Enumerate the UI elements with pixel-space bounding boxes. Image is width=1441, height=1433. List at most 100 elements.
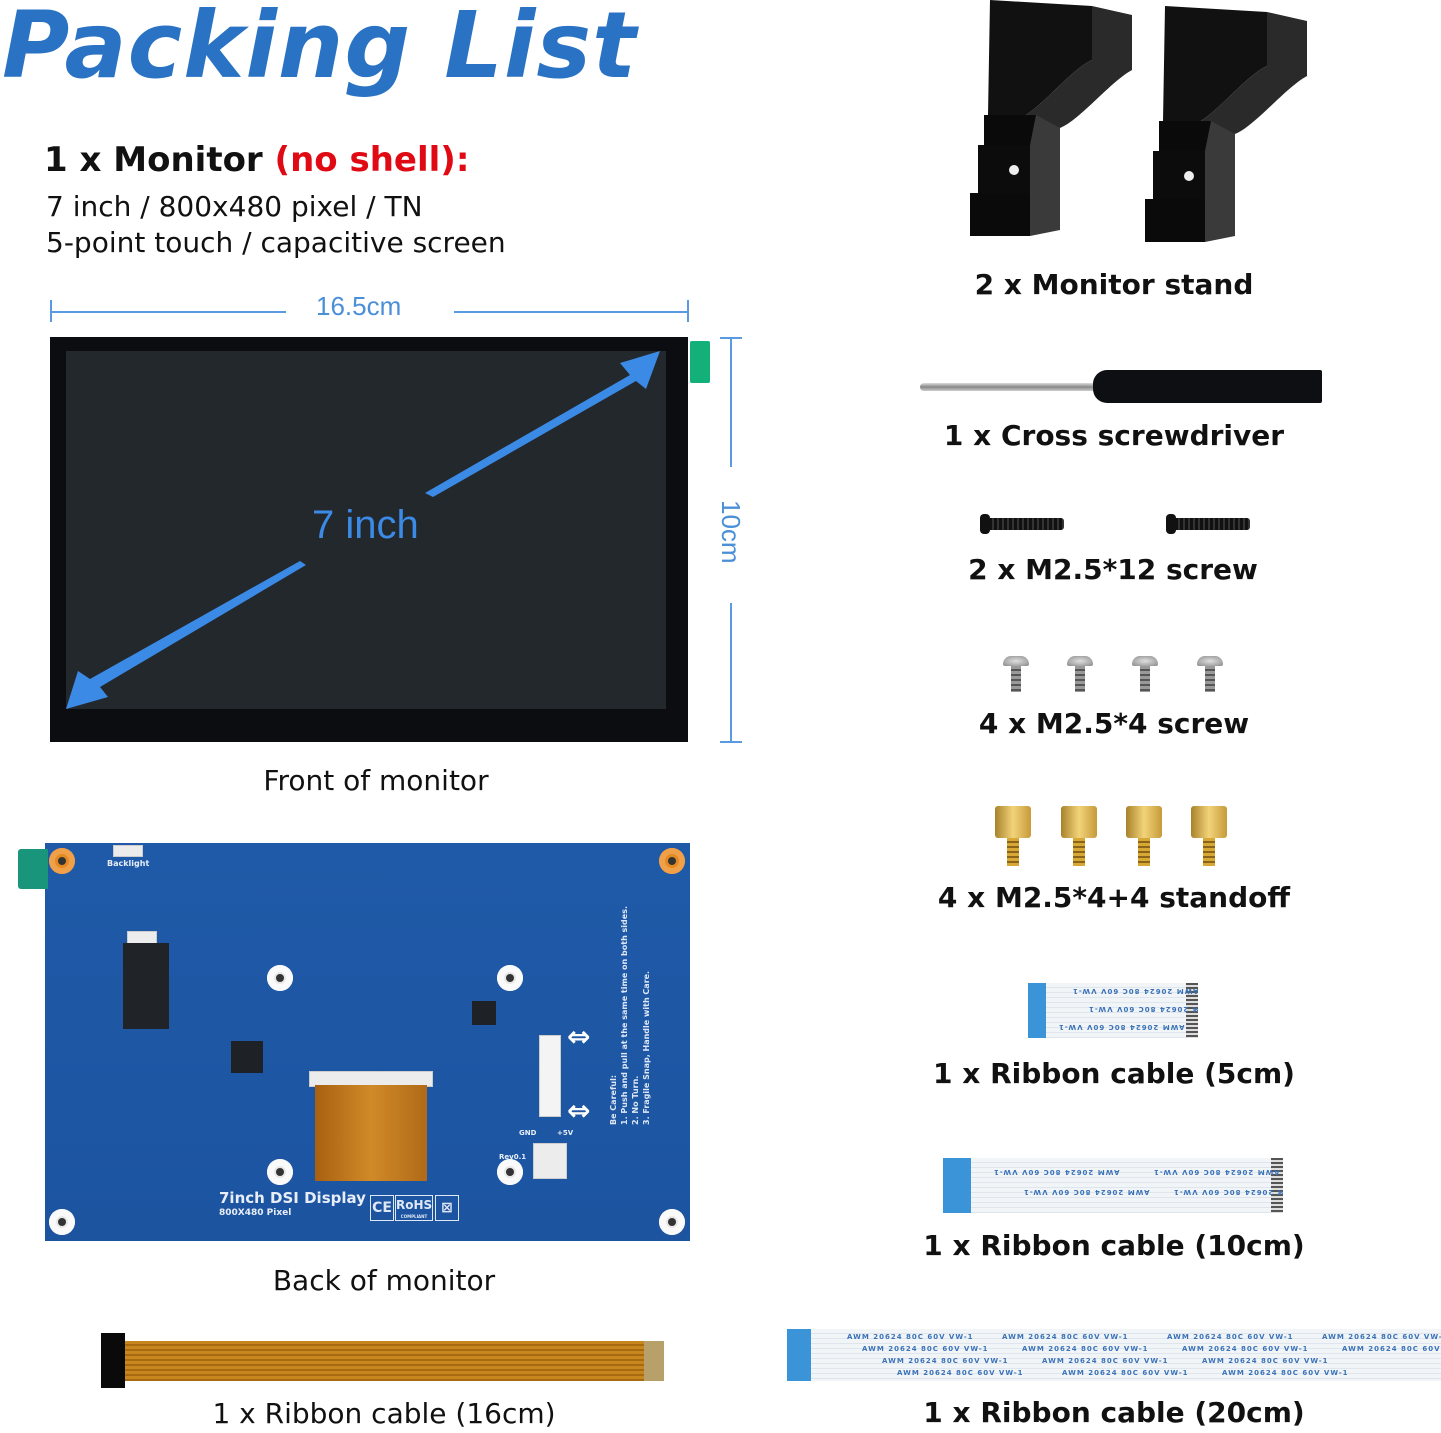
monitor-back-image: Backlight ⇔ ⇔ GND +5V Rev0.1 7inch DSI D…: [18, 843, 690, 1241]
cable-print: AWM 20624 80C 60V VW-1: [1022, 1345, 1149, 1353]
mount-hole: [497, 1159, 523, 1185]
cable-print: AWM 20624 80C 60V VW-1: [993, 1168, 1120, 1176]
cable-contacts: [1271, 1158, 1283, 1213]
diagonal-label: 7 inch: [312, 503, 419, 547]
back-caption: Back of monitor: [272, 1264, 496, 1297]
item-label-standoff: 4 x M2.5*4+4 standoff: [937, 881, 1291, 914]
care-note-3: 3. Fragile Snap, Handle with Care.: [642, 970, 651, 1125]
monitor-heading: 1 x Monitor (no shell):: [44, 140, 469, 180]
mount-hole: [659, 1209, 685, 1235]
dsi-port: [539, 1035, 561, 1117]
width-label: 16.5cm: [316, 291, 402, 321]
screwdriver-handle: [1093, 370, 1322, 403]
cable-contacts: [1186, 983, 1198, 1038]
cable-print: AWM 20624 80C 60V VW-1: [1002, 1333, 1129, 1341]
cable-print: AWM 20624 80C 60V VW-1: [1062, 1369, 1189, 1377]
cable-print: AWM 20624 80C 60V VW-1: [1342, 1345, 1441, 1353]
monitor-stand-image: [970, 0, 1307, 242]
cable-print: AWM 20624 80C 60V VW-1: [1322, 1333, 1441, 1341]
short-screw-icon: [1003, 656, 1029, 692]
mount-hole: [497, 965, 523, 991]
care-note-1: 1. Push and pull at the same time on bot…: [620, 905, 629, 1125]
short-screw-icon: [1132, 656, 1158, 692]
care-title: Be Careful:: [609, 1074, 618, 1125]
ribbon-cable-20cm-image: AWM 20624 80C 60V VW-1 AWM 20624 80C 60V…: [787, 1329, 1441, 1381]
monitor-spec-1: 7 inch / 800x480 pixel / TN: [46, 190, 423, 223]
cable-print: AWM 20624 80C 60V VW-1: [862, 1345, 989, 1353]
weee-bin-icon: ⊠: [435, 1195, 459, 1221]
cable-contact-end: [644, 1341, 664, 1381]
double-arrow-icon: ⇔: [567, 1094, 591, 1127]
care-notes: Be Careful: 1. Push and pull at the same…: [608, 906, 652, 1125]
product-name: 7inch DSI Display: [219, 1189, 366, 1207]
diagonal-arrow-icon: [66, 351, 660, 709]
gnd-label: GND: [519, 1129, 537, 1137]
power-connector: [533, 1143, 567, 1179]
front-caption: Front of monitor: [263, 764, 489, 797]
rohs-subtext: COMPLIANT: [400, 1214, 428, 1219]
brass-standoff-icon: [1061, 806, 1097, 866]
rohs-text: RoHS: [396, 1198, 433, 1212]
mount-hole: [49, 848, 75, 874]
stiffener-blue: [787, 1329, 811, 1381]
cable-print: AWM 20624 80C 60V VW-1: [1153, 1168, 1280, 1176]
no-shell-note: (no shell):: [274, 140, 470, 180]
cable-print: AWM 20624 80C 60V VW-1: [1202, 1357, 1329, 1365]
ce-mark: CE: [370, 1195, 394, 1221]
cable-print: AWM 20624 80C 60V VW-1: [1167, 1333, 1294, 1341]
cable-connector-end: [101, 1333, 125, 1388]
mount-hole: [49, 1209, 75, 1235]
cable-print: AWM 20624 80C 60V VW-1: [882, 1357, 1009, 1365]
item-label-ribbon-20cm: 1 x Ribbon cable (20cm): [923, 1396, 1305, 1429]
monitor-stand-left: [970, 0, 1132, 236]
stiffener-blue: [943, 1158, 971, 1213]
dimension-line-bottom: [730, 603, 732, 743]
item-label-ribbon-16cm: 1 x Ribbon cable (16cm): [212, 1397, 556, 1430]
dimension-tick-bottom: [720, 741, 742, 743]
brass-standoff-icon: [995, 806, 1031, 866]
item-label-m25x12-screw: 2 x M2.5*12 screw: [968, 553, 1258, 586]
item-label-monitor-stand: 2 x Monitor stand: [974, 268, 1254, 301]
page-title: Packing List: [2, 0, 638, 99]
cable-print: AWM 20624 80C 60V VW-1: [1222, 1369, 1349, 1377]
long-screw-icon: [980, 514, 1064, 534]
brass-standoff-icon: [1191, 806, 1227, 866]
display-area: [66, 351, 666, 709]
connector-tab: [690, 341, 710, 383]
height-label: 10cm: [716, 500, 746, 564]
item-label-ribbon-5cm: 1 x Ribbon cable (5cm): [933, 1057, 1295, 1090]
5v-label: +5V: [557, 1129, 574, 1137]
short-screw-icon: [1197, 656, 1223, 692]
stiffener-blue: [1028, 983, 1046, 1038]
monitor-spec-2: 5-point touch / capacitive screen: [46, 226, 506, 259]
monitor-heading-label: 1 x Monitor: [44, 140, 275, 180]
ic-chip: [472, 1001, 496, 1025]
dimension-line-top: [730, 337, 732, 467]
dimension-line-right: [454, 311, 688, 313]
cable-print: AWM 20624 80C 60V VW-1: [1088, 1005, 1198, 1013]
cable-print: AWM 20624 80C 60V VW-1: [847, 1333, 974, 1341]
item-label-screwdriver: 1 x Cross screwdriver: [943, 419, 1285, 452]
mount-hole: [267, 965, 293, 991]
cable-body: [125, 1341, 664, 1381]
double-arrow-icon: ⇔: [567, 1020, 591, 1053]
monitor-front-image: [50, 337, 710, 742]
monitor-stand-right: [1145, 6, 1307, 242]
short-screw-icon: [1067, 656, 1093, 692]
mount-hole: [267, 1159, 293, 1185]
revision-label: Rev0.1: [499, 1153, 527, 1161]
ic-chip: [231, 1041, 263, 1073]
cable-print: AWM 20624 80C 60V VW-1: [1058, 1023, 1185, 1031]
backlight-switch: [113, 845, 143, 857]
ribbon-cable-5cm-image: AWM 20624 80C 60V VW-1 AWM 20624 80C 60V…: [1028, 983, 1198, 1038]
care-note-2: 2. No Turn.: [631, 1075, 640, 1125]
item-label-ribbon-10cm: 1 x Ribbon cable (10cm): [923, 1229, 1305, 1262]
product-resolution: 800X480 Pixel: [219, 1208, 292, 1218]
cable-print: AWM 20624 80C 60V VW-1: [1182, 1345, 1309, 1353]
screwdriver-shaft: [920, 383, 1100, 391]
rohs-mark: RoHS COMPLIANT: [395, 1195, 433, 1221]
item-label-m25x4-screw: 4 x M2.5*4 screw: [978, 707, 1250, 740]
cable-print: AWM 20624 80C 60V VW-1: [1072, 987, 1198, 995]
display-fpc: [315, 1085, 427, 1181]
cable-print: AWM 20624 80C 60V VW-1: [1023, 1188, 1150, 1196]
